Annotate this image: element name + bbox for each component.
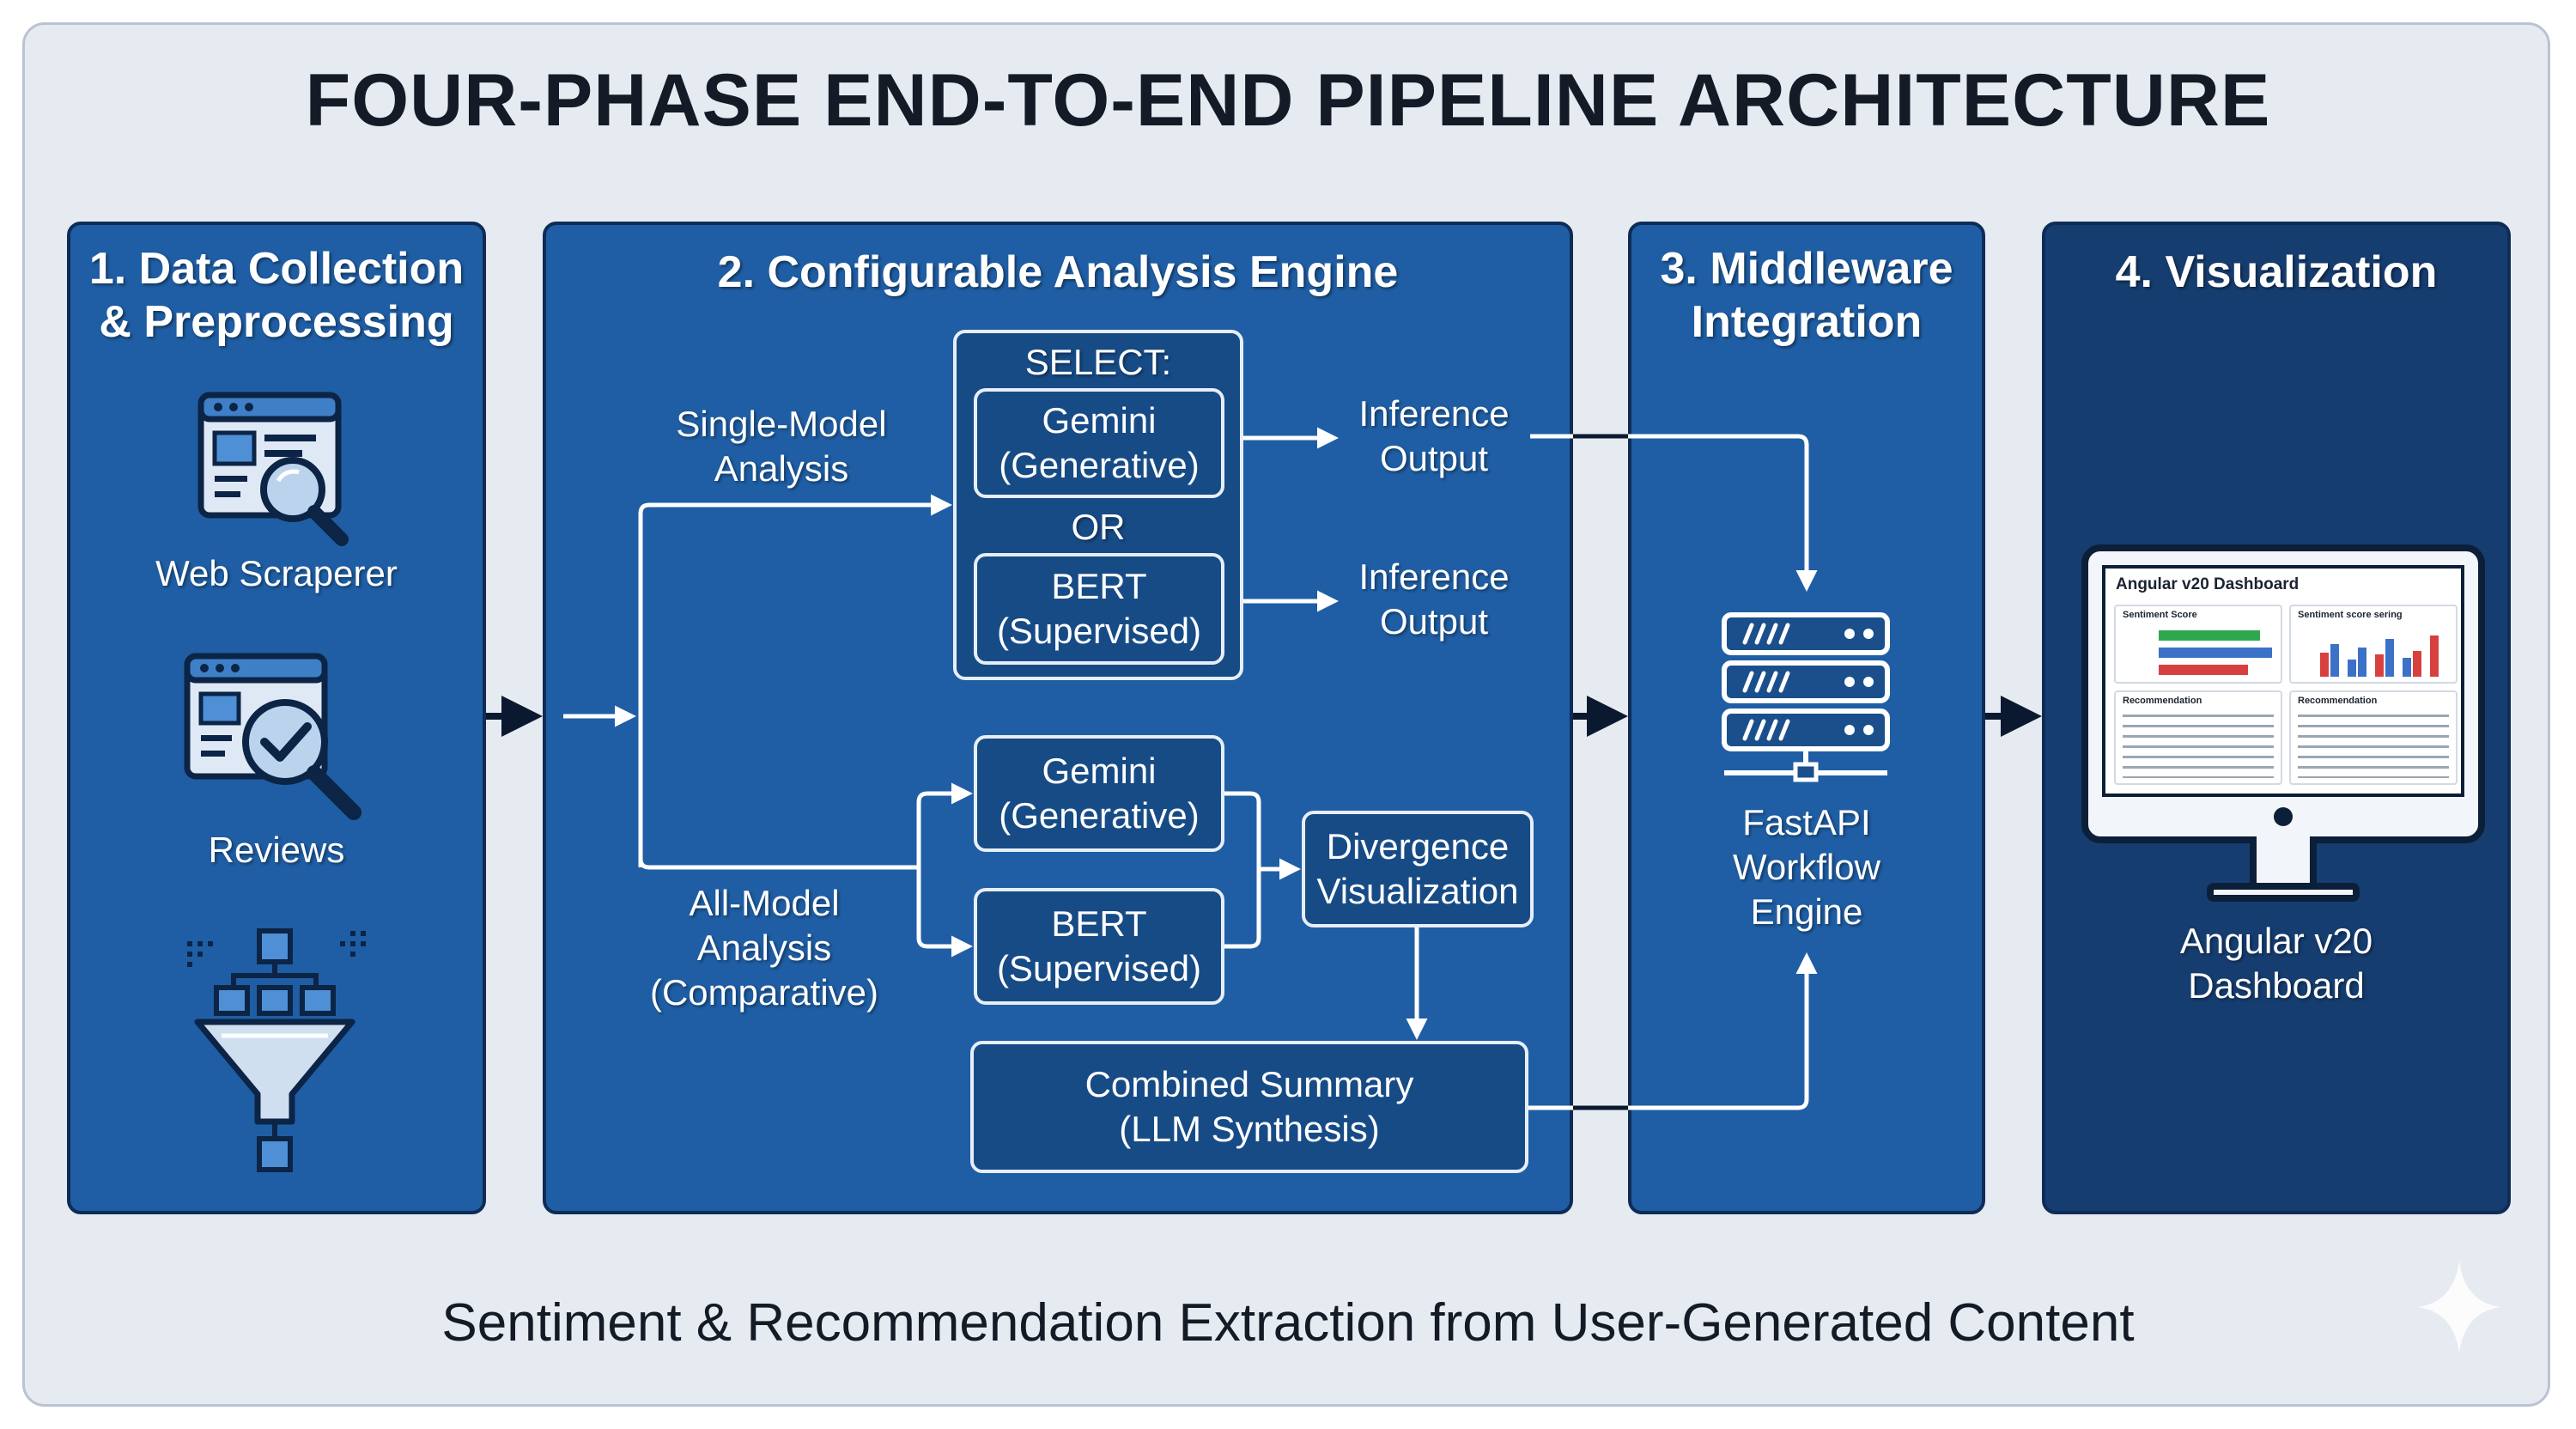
screen-card-3: Recommendation	[2114, 690, 2282, 785]
screen-mini-bar-chart	[2320, 635, 2439, 677]
monitor-stand	[2250, 836, 2317, 886]
divergence-line1: Divergence	[1326, 826, 1510, 867]
inference-output-1-line2: Output	[1379, 438, 1489, 478]
screen-title: Angular v20 Dashboard	[2116, 575, 2300, 593]
screen-card-4-title: Recommendation	[2298, 696, 2378, 706]
web-scraper-icon	[197, 392, 349, 546]
combined-summary-box[interactable]: Combined Summary (LLM Synthesis)	[970, 1041, 1528, 1173]
server-icon	[1722, 612, 1890, 782]
monitor-base	[2207, 883, 2360, 902]
screen-card-2: Sentiment score sering	[2289, 605, 2458, 684]
single-model-label-line2: Analysis	[714, 448, 849, 489]
monitor-screen: Angular v20 Dashboard Sentiment Score Se…	[2102, 565, 2464, 797]
fastapi-engine-line2: Workflow	[1733, 847, 1880, 887]
phase-1-title-line2: & Preprocessing	[99, 297, 454, 347]
select-bert-line1: BERT	[1051, 566, 1147, 606]
divergence-visualization-box[interactable]: Divergence Visualization	[1302, 811, 1534, 927]
screen-card-1: Sentiment Score	[2114, 605, 2282, 684]
dashboard-label-line1: Angular v20	[2179, 921, 2373, 961]
all-model-label-line1: All-Model	[689, 883, 840, 923]
divergence-line2: Visualization	[1316, 871, 1519, 911]
screen-bar-blue	[2159, 648, 2272, 658]
compare-bert-line1: BERT	[1051, 903, 1147, 944]
inference-output-2-line1: Inference	[1358, 556, 1510, 597]
all-model-label-line3: (Comparative)	[649, 972, 879, 1012]
select-bert-line2: (Supervised)	[996, 611, 1202, 651]
screen-card-4: Recommendation	[2289, 690, 2458, 785]
fastapi-engine-line1: FastAPI	[1742, 802, 1871, 842]
combined-summary-line1: Combined Summary	[1084, 1064, 1414, 1104]
compare-gemini-line1: Gemini	[1042, 751, 1157, 791]
monitor-power-button	[2274, 807, 2293, 826]
all-model-label-line2: Analysis	[696, 927, 832, 968]
screen-card-2-title: Sentiment score sering	[2298, 610, 2403, 620]
phase-4-title: 4. Visualization	[2115, 247, 2438, 297]
or-label: OR	[1071, 507, 1126, 547]
select-bert-button[interactable]: BERT (Supervised)	[974, 553, 1224, 665]
select-label: SELECT:	[1024, 342, 1172, 382]
compare-bert-box[interactable]: BERT (Supervised)	[974, 888, 1224, 1005]
web-scraper-label: Web Scraperer	[155, 553, 398, 593]
inference-output-2-line2: Output	[1379, 601, 1489, 642]
diagram-subtitle: Sentiment & Recommendation Extraction fr…	[441, 1293, 2135, 1353]
screen-card-1-title: Sentiment Score	[2123, 610, 2197, 620]
reviews-icon	[184, 653, 361, 820]
compare-bert-line2: (Supervised)	[996, 948, 1202, 988]
fastapi-engine-line3: Engine	[1750, 891, 1863, 932]
monitor-icon: Angular v20 Dashboard Sentiment Score Se…	[2081, 544, 2485, 905]
screen-card-3-title: Recommendation	[2123, 696, 2202, 706]
diagram-title: FOUR-PHASE END-TO-END PIPELINE ARCHITECT…	[305, 59, 2271, 142]
inference-output-1-line1: Inference	[1358, 393, 1510, 434]
phase-2-title: 2. Configurable Analysis Engine	[717, 247, 1399, 297]
phase-3-title-line2: Integration	[1691, 297, 1923, 347]
combined-summary-line2: (LLM Synthesis)	[1119, 1109, 1380, 1149]
phase-3-title-line1: 3. Middleware	[1660, 244, 1953, 294]
phase-1-title-line1: 1. Data Collection	[88, 244, 465, 294]
single-model-label-line1: Single-Model	[676, 404, 887, 444]
reviews-label: Reviews	[208, 830, 345, 870]
dashboard-label-line2: Dashboard	[2188, 965, 2365, 1006]
funnel-icon	[187, 928, 366, 1172]
select-gemini-line2: (Generative)	[999, 445, 1200, 485]
screen-text-lines-1	[2123, 714, 2274, 778]
compare-gemini-line2: (Generative)	[999, 795, 1200, 836]
screen-text-lines-2	[2298, 714, 2449, 778]
select-gemini-line1: Gemini	[1042, 400, 1157, 441]
screen-bar-red	[2159, 665, 2248, 675]
select-gemini-button[interactable]: Gemini (Generative)	[974, 388, 1224, 498]
screen-bar-green	[2159, 630, 2260, 641]
compare-gemini-box[interactable]: Gemini (Generative)	[974, 735, 1224, 852]
